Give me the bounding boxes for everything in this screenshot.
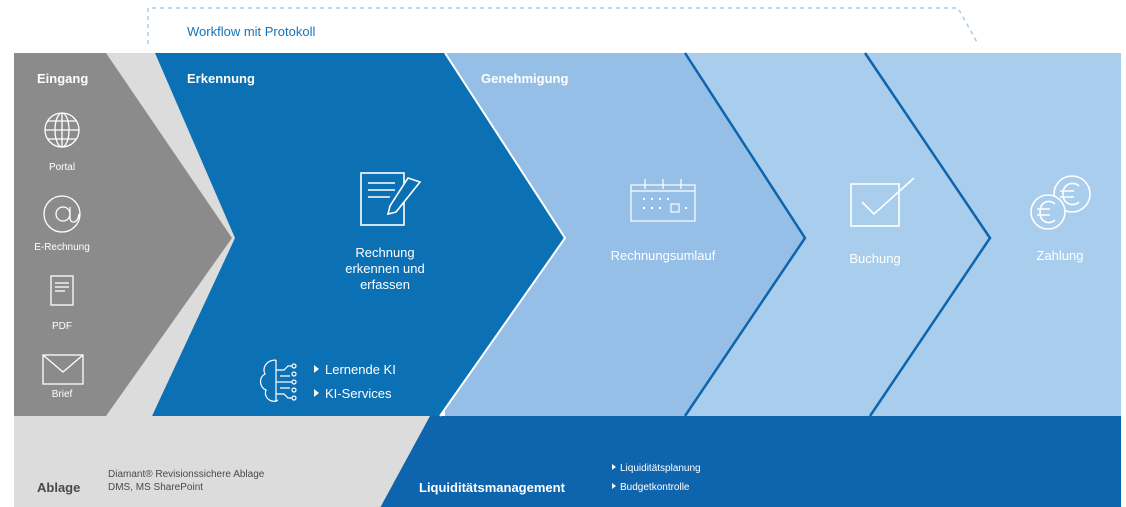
calendar-icon <box>630 179 696 222</box>
eingang-title: Eingang <box>37 71 89 86</box>
document-pencil-icon <box>360 172 422 226</box>
eingang-label-pdf: PDF <box>52 321 72 332</box>
liquiditaet-band <box>380 416 1121 507</box>
step-label-buchung: Buchung <box>849 251 901 266</box>
euro-coins-icon <box>1030 175 1091 230</box>
eingang-label-e-rechnung: E-Rechnung <box>34 242 90 253</box>
workflow-label: Workflow mit Protokoll <box>187 24 316 39</box>
genehmigung-chevron <box>445 53 805 416</box>
erkennung-step-line-3: erfassen <box>360 277 410 292</box>
step-label-zahlung: Zahlung <box>1036 248 1084 263</box>
eingang-label-brief: Brief <box>51 389 73 400</box>
envelope-icon <box>42 354 84 385</box>
checkbox-icon <box>850 177 915 227</box>
document-icon <box>50 275 74 306</box>
brain-ai-icon <box>260 359 297 402</box>
eingang-label-portal: Portal <box>48 162 76 173</box>
workflow-bracket <box>147 7 979 45</box>
erkennung-title: Erkennung <box>187 71 255 86</box>
ablage-line-1: Diamant® Revisionssichere Ablage <box>108 469 265 480</box>
erkennung-step-label: Rechnung erkennen und erfassen <box>330 245 440 293</box>
genehmigung-title: Genehmigung <box>481 71 569 86</box>
ablage-band <box>14 416 446 507</box>
chevron-line-2 <box>863 52 992 417</box>
erkennung-step-line-1: Rechnung <box>355 245 415 260</box>
globe-icon <box>44 112 80 148</box>
liquiditaet-item-budget: Budgetkontrolle <box>612 482 690 493</box>
ablage-line-2: DMS, MS SharePoint <box>108 482 204 493</box>
at-sign-icon <box>43 195 81 233</box>
erkennung-chevron <box>108 53 565 416</box>
eingang-chevron <box>14 53 232 416</box>
ai-item-ki-services: KI-Services <box>314 386 391 401</box>
step-label-rechnungsumlauf: Rechnungsumlauf <box>610 248 716 263</box>
erkennung-step-line-2: erkennen und <box>345 261 425 276</box>
liquiditaet-item-planung: Liquiditätsplanung <box>612 463 701 474</box>
liquiditaet-title: Liquiditätsmanagement <box>419 480 565 495</box>
ai-item-lernende-ki: Lernende KI <box>314 362 396 377</box>
ablage-title: Ablage <box>37 480 81 495</box>
chevron-line-white <box>439 52 567 417</box>
chevron-line-1 <box>683 52 807 417</box>
